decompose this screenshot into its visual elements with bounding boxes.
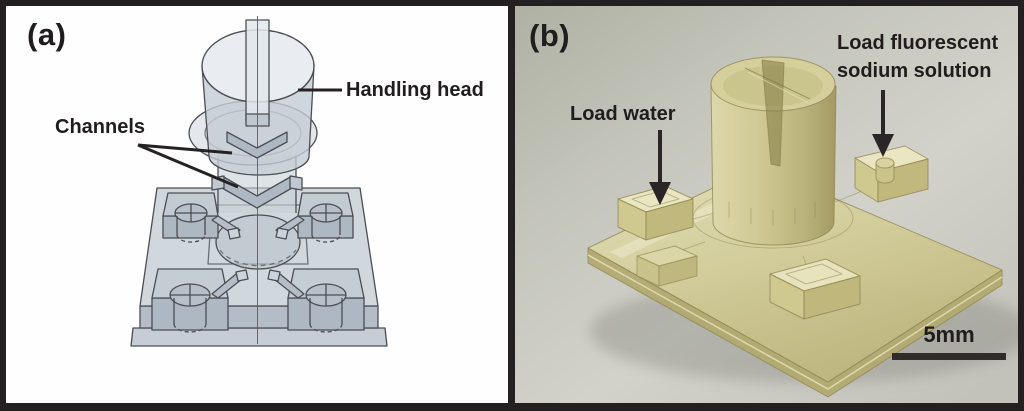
corner-well-block [297,192,354,243]
device-photograph [515,6,1018,403]
scale-bar [892,353,1006,360]
annotation-arrows [649,90,894,205]
scale-bar-label: 5mm [923,322,975,347]
load-fluorescent-label-line2: sodium solution [837,60,992,82]
channels-label: Channels [55,116,146,138]
handling-head-shape [188,16,318,344]
load-fluorescent-down-arrow-icon [872,90,894,157]
corner-well-block [151,268,229,333]
channel-tube [211,215,305,299]
handling-head-photo [710,56,837,246]
cad-drawing-3d-model [130,16,388,347]
load-water-label: Load water [570,103,676,125]
corner-well-block [287,268,365,333]
handling-head-label: Handling head [346,79,484,101]
panel-a-label: (a) [27,17,67,52]
load-water-down-arrow-icon [649,130,671,205]
channel-chevron [226,131,288,159]
corner-well-block [162,192,219,243]
load-fluorescent-label-line1: Load fluorescent [837,32,999,54]
panel-b: (b) Load water Load fluorescent sodium s… [515,6,1018,403]
panel-b-label: (b) [529,18,571,53]
printed-device-shape [587,56,1003,398]
channels-pointer-line [137,143,239,189]
panel-a: (a) Channels Handling head [6,6,508,403]
load-fluorescent-label: Load fluorescent sodium solution [837,29,998,85]
channels-pointer-line [137,143,233,155]
pointer-lines [137,88,342,189]
